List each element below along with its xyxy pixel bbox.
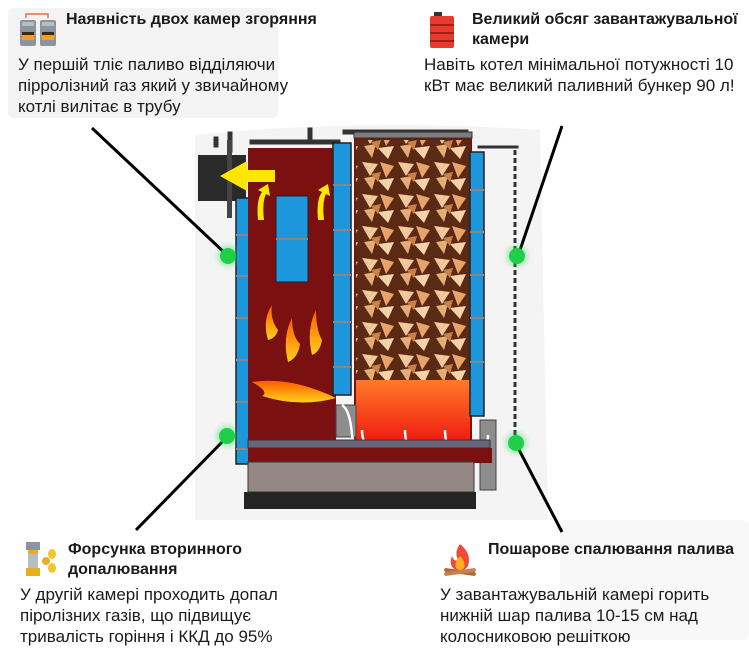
callout-dot-two-chambers[interactable]: [220, 248, 236, 264]
feature-title: Пошарове спалювання палива: [488, 541, 735, 558]
leader-line: [134, 436, 228, 532]
leader-line: [90, 126, 230, 258]
campfire-icon: [444, 544, 476, 576]
gas-flow-arrows: [220, 161, 330, 220]
twin-chamber-boiler-icon: [20, 13, 56, 46]
firewood: [356, 140, 470, 400]
callout-dot-large-chamber[interactable]: [509, 248, 525, 264]
flames: [252, 305, 336, 403]
ash-tray: [247, 461, 475, 493]
callout-dot-secondary-nozzle[interactable]: [219, 428, 235, 444]
feature-description: У першій тліє паливо відділяючи пірроліз…: [18, 55, 289, 116]
feature-description: Навіть котел мінімальної потужності 10 к…: [424, 55, 735, 95]
feature-card-large-chamber: Великий обсяг завантажувальної камери На…: [424, 10, 744, 96]
jacket-seams: [236, 234, 250, 450]
card-background: [560, 520, 749, 640]
callout-dot-layer-burning[interactable]: [508, 435, 524, 451]
water-jacket-right: [469, 151, 485, 417]
leader-line: [516, 125, 564, 257]
water-jacket-left: [235, 197, 251, 465]
grate: [247, 439, 491, 449]
feature-title: Великий обсяг завантажувальної камери: [472, 11, 738, 48]
feature-description: У завантажувальній камері горить нижній …: [440, 585, 710, 646]
feature-card-two-chambers: Наявність двох камер згоряння У першій т…: [18, 10, 318, 117]
fuel-barrel-icon: [430, 12, 454, 48]
feature-card-layer-burning: Пошарове спалювання палива У завантажува…: [440, 540, 745, 647]
leader-line: [514, 443, 564, 533]
feature-description: У другій камері проходить допал піролізн…: [20, 585, 278, 646]
valve-nozzle-icon: [26, 542, 56, 576]
feature-title: Наявність двох камер згоряння: [66, 11, 317, 28]
boiler-base: [244, 492, 476, 509]
water-jacket-middle: [332, 142, 352, 396]
burning-layer: [356, 380, 470, 442]
loading-door: [353, 131, 473, 139]
feature-title: Форсунка вторинного допалювання: [68, 541, 242, 578]
feature-card-secondary-nozzle: Форсунка вторинного допалювання У другій…: [20, 540, 320, 647]
